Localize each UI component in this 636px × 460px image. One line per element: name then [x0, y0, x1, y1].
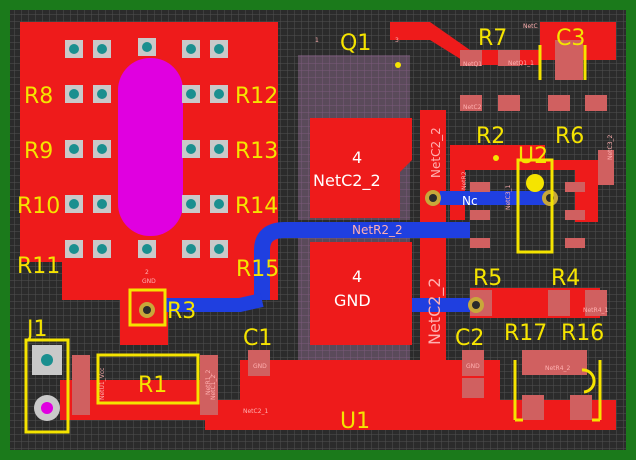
q1-pin1-dot	[493, 155, 499, 161]
u1-pad-net: GND	[334, 291, 371, 310]
copper-c2-c1	[240, 360, 500, 400]
trace-gnd-bottom	[165, 293, 264, 312]
designator-c1: C1	[243, 326, 272, 351]
designator-r8: R8	[24, 84, 53, 109]
designator-c3: C3	[556, 26, 585, 51]
net-label-netr1-2: NetR1_2	[205, 369, 212, 395]
net-label-netr2: NetR2	[461, 171, 468, 190]
net-label-netq1-1: NetQ1_1	[508, 60, 534, 67]
pad-gnd-c1: GND	[253, 363, 267, 370]
pad-num-3: 3	[395, 37, 399, 44]
u2-pin1-dot	[526, 174, 544, 192]
pad-grid-left	[65, 38, 228, 258]
r16-orientation-arc-icon	[581, 368, 596, 394]
designator-u1: U1	[340, 409, 370, 434]
copper-j1-trace	[60, 380, 205, 420]
designator-r5: R5	[473, 266, 502, 291]
net-label-netc2-2-b: NetC2_2	[425, 277, 445, 345]
designator-u2: U2	[518, 144, 548, 169]
net-label-netc3-2: NetC3_2	[607, 134, 614, 160]
designator-r13: R13	[235, 139, 278, 164]
net-label-netr2-2: NetR2_2	[352, 223, 403, 237]
trace-netr2-2	[254, 222, 470, 300]
net-label-netr4-1: NetR4_1	[583, 307, 609, 314]
vias	[139, 190, 558, 318]
designator-r12: R12	[235, 84, 278, 109]
net-label-nc: Nc	[462, 194, 478, 208]
net-label-netr4-2: NetR4_2	[545, 365, 571, 372]
net-label-netc: NetC	[523, 23, 538, 30]
designator-r2: R2	[476, 124, 505, 149]
copper-right-u2	[450, 145, 598, 222]
net-label-netc2: NetC2	[463, 104, 482, 111]
q1-pad-number: 4	[352, 148, 362, 167]
net-label-netq1: NetQ1	[463, 61, 482, 68]
designator-r10: R10	[17, 194, 60, 219]
q1-pad-net: NetC2_2	[313, 171, 381, 191]
net-label-netc2-1: NetC2_1	[243, 408, 269, 415]
designator-c2: C2	[455, 326, 484, 351]
u2-pads	[470, 182, 585, 248]
designator-r17: R17	[504, 321, 547, 346]
u1-marker-dot	[395, 62, 401, 68]
copper-u1-tab	[310, 242, 412, 345]
designator-r7: R7	[478, 26, 507, 51]
designator-r15: R15	[236, 257, 279, 282]
designator-r14: R14	[235, 194, 278, 219]
net-label-netc2-2-a: NetC2_2	[429, 127, 443, 178]
j1-outline	[24, 338, 70, 434]
crystal-body	[118, 58, 183, 236]
designator-r1: R1	[138, 373, 167, 398]
designator-r9: R9	[24, 139, 53, 164]
u1-pad-number: 4	[352, 267, 362, 286]
designator-q1: Q1	[340, 31, 371, 56]
net-label-netu1-vcc: NetU1_Vcc	[99, 368, 106, 400]
pad-num-1: 1	[315, 37, 319, 44]
designator-r16: R16	[561, 321, 604, 346]
smd-pads	[72, 40, 614, 420]
net-label-netc3-1: NetC3_1	[505, 184, 512, 210]
pad-num-2: 2	[145, 269, 149, 276]
copper-pour-left-lower	[62, 258, 262, 345]
pad-gnd-label: GND	[142, 278, 156, 285]
net-label-netc1-2: NetC1_2	[210, 374, 217, 400]
designator-r6: R6	[555, 124, 584, 149]
silk-outlines	[96, 45, 602, 422]
designator-r11: R11	[17, 254, 60, 279]
copper-vertical-netc2	[420, 110, 446, 410]
copper-q1-tab	[310, 118, 412, 218]
designator-j1: J1	[25, 317, 48, 342]
copper-bottom-trace	[205, 400, 616, 430]
designator-r3: R3	[167, 299, 196, 324]
pad-gnd-c2: GND	[466, 363, 480, 370]
designator-r4: R4	[551, 266, 580, 291]
